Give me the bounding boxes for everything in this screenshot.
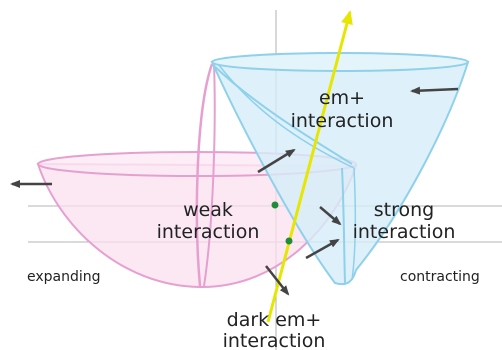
arrow-down-right-strong	[319, 206, 342, 226]
em-interaction-label-line1: em+	[319, 87, 365, 109]
arrow-left-em	[410, 86, 459, 95]
arrow-weak-to-em	[257, 148, 296, 174]
blue-bowl	[210, 52, 470, 286]
em-interaction-label-line2: interaction	[291, 110, 394, 132]
weak-interaction-label-line1: weak	[183, 199, 233, 221]
yellow-trajectory-line	[266, 10, 353, 323]
dark-em-interaction-label-line2: interaction	[223, 330, 326, 350]
intersection-dot-lower	[285, 237, 293, 245]
dark-em-interaction-label-line1: dark em+	[227, 309, 322, 331]
strong-interaction-label-line2: interaction	[353, 221, 456, 243]
arrow-down-dark	[265, 265, 290, 296]
weak-interaction-label-line2: interaction	[157, 221, 260, 243]
strong-interaction-label-line1: strong	[374, 199, 434, 221]
arrow-up-right-strong	[305, 238, 340, 260]
intersection-dot-upper	[271, 201, 279, 209]
contracting-label: contracting	[400, 269, 480, 285]
expanding-label: expanding	[27, 269, 101, 285]
